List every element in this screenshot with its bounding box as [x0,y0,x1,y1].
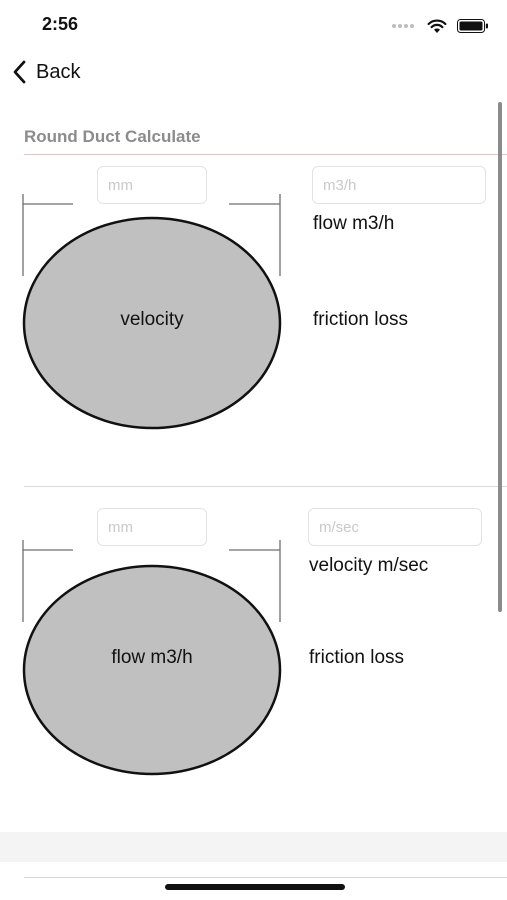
signal-dots-icon [392,24,414,28]
friction-loss-label-1: friction loss [313,309,409,330]
back-label: Back [36,60,81,83]
flow-input[interactable] [312,166,486,204]
flow-result-label: flow m3/h [111,647,193,668]
status-time: 2:56 [42,14,79,34]
duct-diagram-1 [22,194,282,430]
velocity-result-label: velocity [120,309,184,330]
scrollbar[interactable] [498,102,502,612]
bottom-divider [24,877,507,878]
wifi-icon [427,19,447,33]
battery-icon [457,19,488,33]
home-indicator[interactable] [165,884,345,890]
section-divider [24,486,507,487]
title-divider [24,154,507,155]
duct-diagram-2 [22,540,282,776]
section-title: Round Duct Calculate [24,127,201,146]
diameter-dimension-lines [22,194,281,276]
velocity-unit-label: velocity m/sec [309,555,429,576]
diameter-input-2[interactable] [97,508,207,546]
diameter-input-1[interactable] [97,166,207,204]
flow-unit-label: flow m3/h [313,213,395,234]
chevron-left-icon [13,60,26,84]
duct-circle-2 [22,564,282,776]
velocity-input[interactable] [308,508,482,546]
friction-loss-label-2: friction loss [309,647,405,668]
status-icons [391,16,489,36]
back-button[interactable]: Back [12,60,80,84]
diameter-dimension-lines [22,540,281,622]
duct-circle-1 [22,216,282,430]
bottom-toolbar [0,832,507,862]
